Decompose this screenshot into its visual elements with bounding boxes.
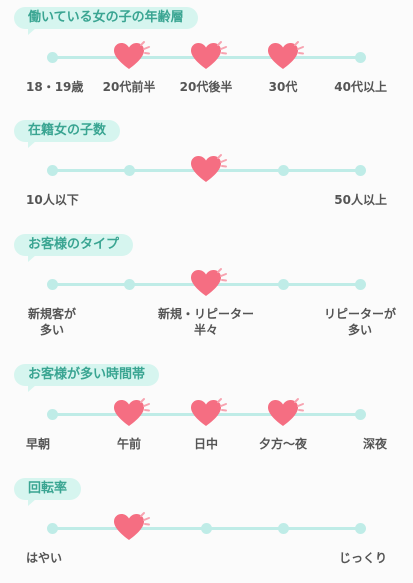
heart-icon — [114, 398, 150, 427]
rating-dot — [277, 522, 289, 534]
rating-label: リピーターが 多い — [323, 307, 397, 337]
rating-label: 40代以上 — [334, 80, 387, 94]
rating-section: 在籍女の子数 10人以下 50人以上 — [0, 120, 413, 220]
heart-icon — [191, 398, 227, 427]
rating-dot — [46, 278, 58, 290]
rating-section: 回転率はやい じっくり — [0, 478, 413, 578]
heart-icon — [114, 41, 150, 70]
rating-dot — [354, 408, 366, 420]
section-title: 働いている女の子の年齢層 — [14, 7, 198, 35]
rating-label: 30代 — [268, 80, 298, 94]
rating-label: 早朝 — [26, 437, 51, 451]
rating-label: 新規・リピーター 半々 — [157, 307, 255, 337]
section-title: 回転率 — [14, 478, 82, 506]
section-title: 在籍女の子数 — [14, 120, 121, 148]
section-title: お客様のタイプ — [14, 234, 134, 262]
rating-label: 50人以上 — [334, 193, 387, 207]
rating-dot — [277, 278, 289, 290]
rating-label: 20代後半 — [179, 80, 233, 94]
rating-dot — [46, 522, 58, 534]
rating-label: 深夜 — [362, 437, 387, 451]
rating-label: 夕方〜夜 — [258, 437, 308, 451]
rating-dot — [354, 51, 366, 63]
section-title: お客様が多い時間帯 — [14, 364, 160, 392]
heart-icon — [114, 512, 150, 541]
rating-dot — [354, 164, 366, 176]
rating-dot — [354, 278, 366, 290]
rating-dot — [123, 164, 135, 176]
rating-label: じっくり — [338, 551, 387, 565]
rating-dot — [46, 408, 58, 420]
rating-dot — [277, 164, 289, 176]
rating-label: 新規客が 多い — [27, 307, 77, 337]
rating-label: はやい — [26, 551, 63, 565]
rating-dot — [354, 522, 366, 534]
rating-label: 20代前半 — [102, 80, 156, 94]
rating-label: 日中 — [193, 437, 219, 451]
rating-dot — [46, 51, 58, 63]
rating-label: 18・19歳 — [26, 80, 84, 94]
rating-section: お客様が多い時間帯早朝 午前 日中 夕方〜夜 深夜 — [0, 364, 413, 464]
rating-label: 午前 — [116, 437, 142, 451]
heart-icon — [191, 268, 227, 297]
heart-icon — [268, 41, 304, 70]
rating-dot — [123, 278, 135, 290]
rating-section: お客様のタイプ新規客が 多い 新規・リピーター 半々 リピーターが 多い — [0, 234, 413, 337]
rating-dot — [46, 164, 58, 176]
heart-icon — [268, 398, 304, 427]
heart-icon — [191, 41, 227, 70]
rating-label: 10人以下 — [26, 193, 79, 207]
heart-icon — [191, 154, 227, 183]
rating-dot — [200, 522, 212, 534]
rating-section: 働いている女の子の年齢層 18・19歳 20代前半 20代後半 30代 40代以上 — [0, 7, 413, 107]
